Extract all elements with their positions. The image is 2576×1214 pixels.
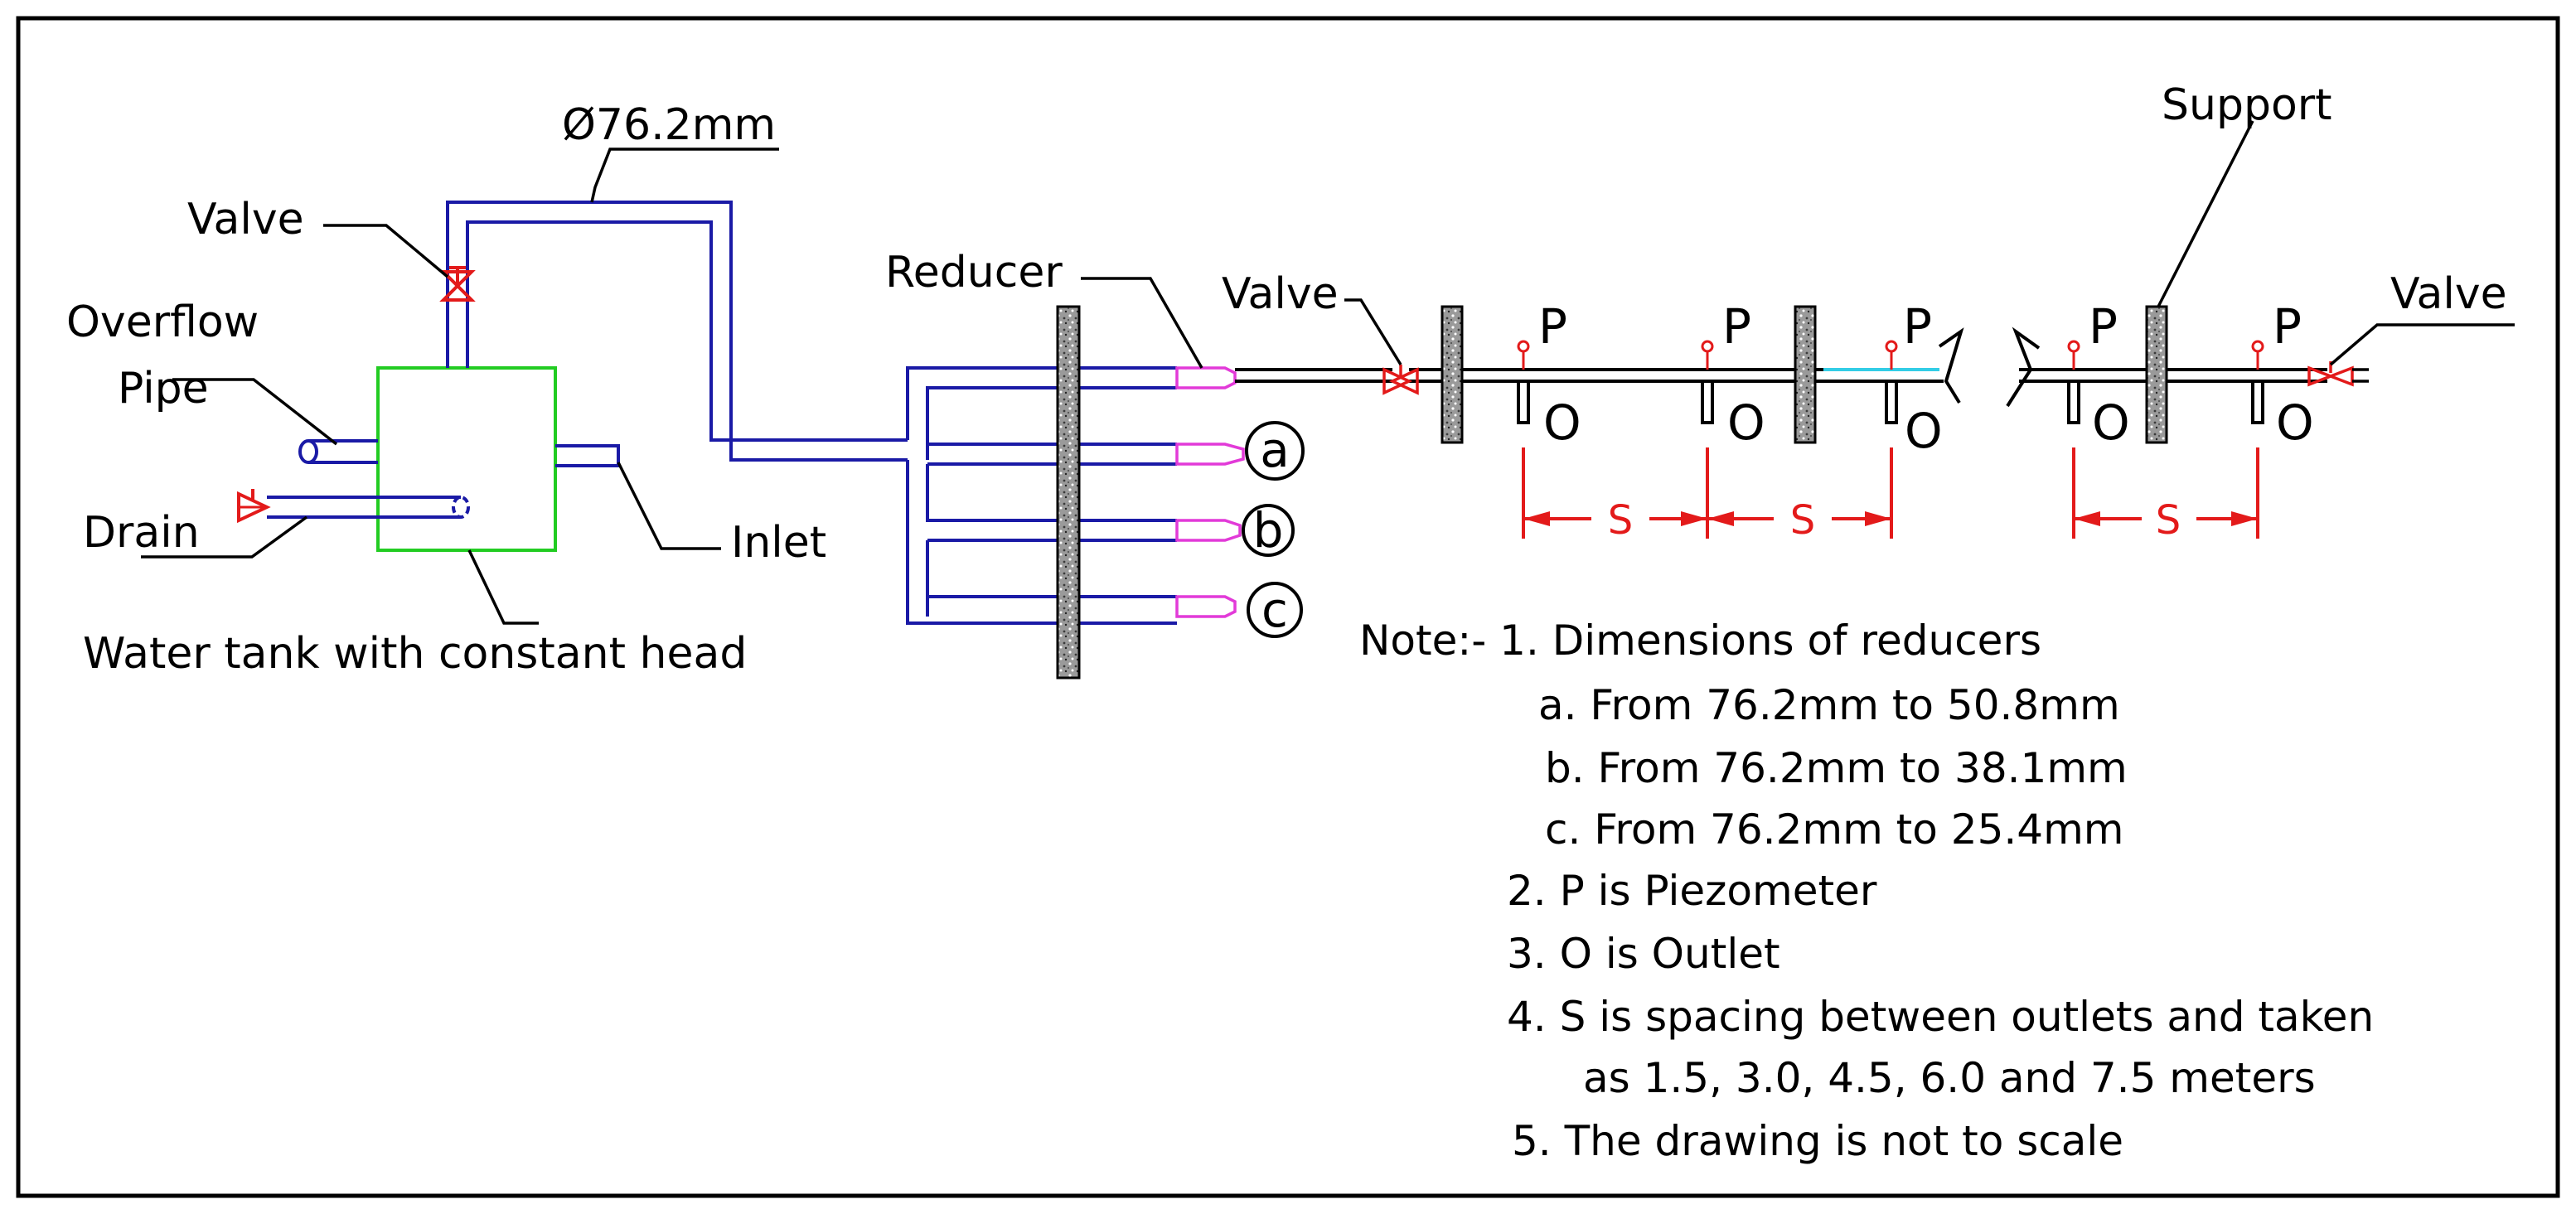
reducer-a [1175, 443, 1245, 466]
reducer-b-marker: b [1242, 502, 1295, 559]
spacing-label-3: S [2156, 497, 2181, 544]
line-support-3 [2145, 305, 2168, 444]
reducer-c-marker: c [1247, 582, 1303, 638]
supply-valve-icon [439, 266, 476, 302]
overflow-label-line2: Pipe [118, 364, 209, 414]
reducer-c-letter: c [1261, 582, 1288, 638]
spacing-dimension-2 [2072, 447, 2259, 539]
piezometer-label-2: P [1722, 298, 1751, 355]
valve-right-label: Valve [2390, 269, 2507, 319]
piezometer-tap-1 [1517, 340, 1530, 370]
note-2: 2. P is Piezometer [1507, 867, 1877, 915]
support-leader [2157, 120, 2254, 307]
piezometer-label-4: P [2089, 298, 2118, 355]
piezometer-tap-4 [2067, 340, 2080, 370]
pipe-break-left [1938, 327, 1964, 404]
drain-valve-icon [237, 489, 271, 524]
valve-mid-leader [1344, 298, 1402, 365]
piezometer-tap-5 [2251, 340, 2264, 370]
outlet-stub-3 [1885, 381, 1898, 424]
tank-leader [467, 549, 539, 625]
pipe-break-right [2006, 326, 2041, 408]
valve-right-leader [2329, 323, 2515, 366]
piezometer-label-1: P [1538, 298, 1567, 355]
outlet-label-2: O [1727, 394, 1765, 451]
note-1b: b. From 76.2mm to 38.1mm [1545, 744, 2128, 792]
inlet-label: Inlet [731, 518, 826, 568]
outlet-label-5: O [2276, 394, 2314, 451]
overflow-leader [172, 378, 338, 446]
drain-label: Drain [83, 508, 200, 558]
note-1c: c. From 76.2mm to 25.4mm [1545, 805, 2124, 854]
piezometer-tap-2 [1701, 340, 1714, 370]
manifold-pipe [906, 366, 1177, 625]
reducer-b [1175, 519, 1242, 542]
valve-label: Valve [187, 195, 304, 244]
piezometer-label-3: P [1903, 298, 1932, 355]
drain-pipe [267, 496, 470, 519]
outlet-stub-2 [1701, 381, 1714, 424]
diameter-leader [590, 148, 779, 203]
piezometer-tap-3 [1885, 340, 1898, 370]
spacing-label-1: S [1608, 497, 1633, 544]
inlet-leader [617, 462, 721, 550]
reducer-b-letter: b [1253, 502, 1284, 559]
inlet-pipe [555, 444, 620, 467]
note-5: 5. The drawing is not to scale [1512, 1117, 2123, 1165]
overflow-label-line1: Overflow [66, 297, 259, 347]
reducer-a-marker: a [1245, 421, 1305, 481]
outlet-label-3: O [1905, 403, 1943, 459]
valve-mid-label: Valve [1222, 269, 1339, 319]
end-valve-icon [2307, 361, 2369, 387]
outlet-stub-5 [2251, 381, 2264, 424]
line-support-2 [1794, 305, 1817, 444]
drawing-frame [16, 16, 2560, 1198]
reducer-a-letter: a [1260, 422, 1290, 478]
manifold-support [1056, 305, 1081, 680]
test-pipeline [1235, 368, 2327, 383]
outlet-label-1: O [1543, 394, 1581, 451]
note-4-line1: 4. S is spacing between outlets and take… [1507, 993, 2374, 1041]
spacing-label-2: S [1790, 497, 1815, 544]
outlet-stub-1 [1517, 381, 1530, 424]
reducer-leader [1081, 277, 1203, 369]
note-4-line2: as 1.5, 3.0, 4.5, 6.0 and 7.5 meters [1583, 1054, 2316, 1102]
note-header: Note:- 1. Dimensions of reducers [1359, 617, 2041, 665]
outlet-label-4: O [2092, 394, 2130, 451]
spacing-dimension-1 [1522, 447, 1893, 539]
valve-leader [323, 224, 449, 278]
note-1a: a. From 76.2mm to 50.8mm [1538, 681, 2120, 729]
line-valve-icon [1382, 365, 1419, 395]
notes-block: Note:- 1. Dimensions of reducers a. From… [1359, 617, 2374, 1165]
overflow-pipe [298, 439, 378, 464]
support-label: Support [2162, 80, 2332, 130]
piezometer-label-5: P [2273, 298, 2302, 355]
reducer-label: Reducer [885, 248, 1063, 297]
drain-leader [141, 515, 308, 559]
note-3: 3. O is Outlet [1507, 930, 1780, 978]
outlet-stub-4 [2067, 381, 2080, 424]
pipe-diameter-label: Ø76.2mm [562, 100, 776, 150]
line-support-1 [1441, 305, 1464, 444]
reducer-c [1175, 595, 1237, 618]
tank-label: Water tank with constant head [83, 629, 747, 679]
